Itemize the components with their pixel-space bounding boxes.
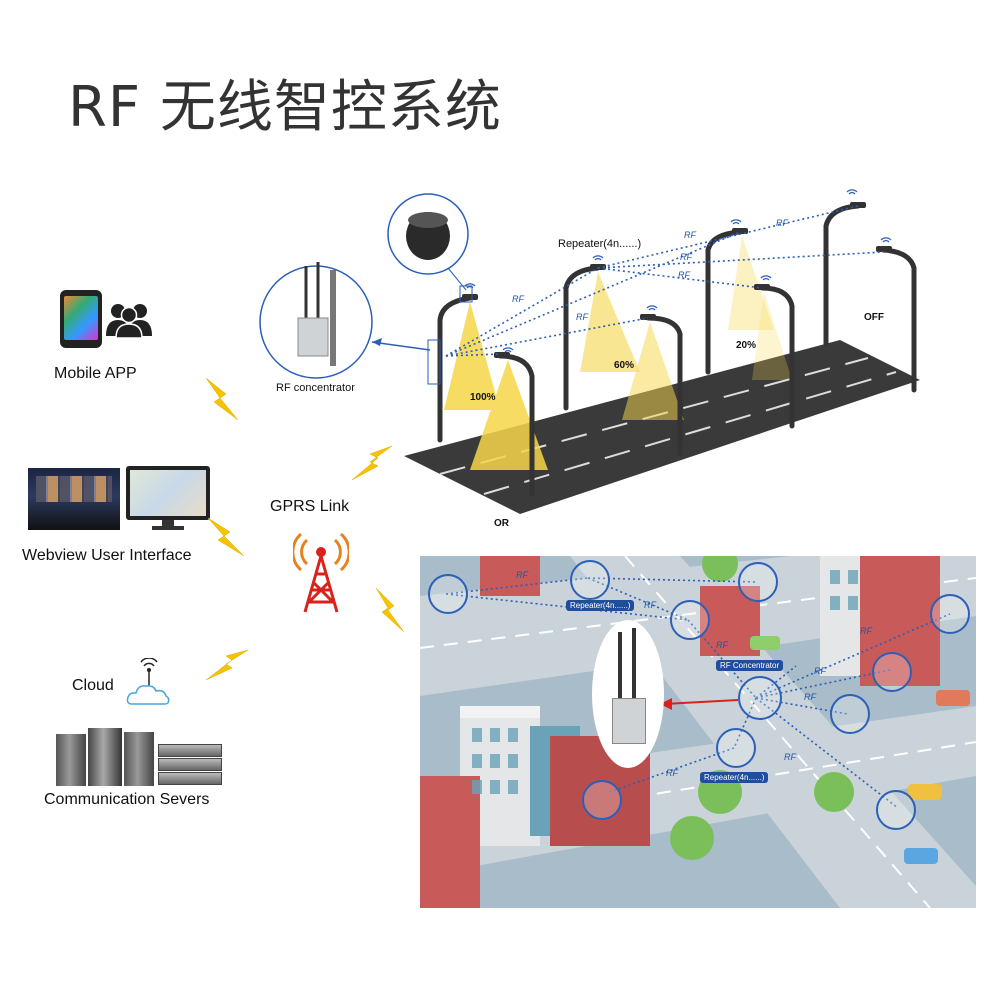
lamp-node	[570, 560, 610, 600]
webview-label: Webview User Interface	[22, 547, 192, 564]
lamp-node	[872, 652, 912, 692]
street-lamp	[823, 203, 861, 347]
page-title: RF 无线智控系统	[68, 75, 502, 140]
rf-label: RF	[576, 312, 588, 322]
rf-label: RF	[804, 692, 816, 702]
rf-label: RF	[776, 218, 788, 228]
level-label-100: 100%	[470, 392, 496, 403]
rf-label: RF	[678, 270, 690, 280]
gprs-link-label: GPRS Link	[270, 498, 350, 515]
lightning-icon	[205, 377, 239, 421]
control-room-image	[28, 468, 120, 530]
repeater-tag: Repeater(4n......)	[700, 772, 769, 783]
light-beam	[580, 272, 640, 372]
servers-label: Communication Severs	[44, 791, 210, 808]
concentrator-oval	[592, 620, 664, 768]
lightning-icon	[207, 517, 245, 557]
repeater-label: Repeater(4n......)	[558, 238, 642, 250]
level-label-60: 60%	[614, 360, 635, 371]
lamp-node	[428, 574, 468, 614]
concentrator-node	[738, 676, 782, 720]
rf-label: RF	[684, 230, 696, 240]
wifi-icon	[502, 347, 514, 353]
level-label-off: OFF	[864, 312, 884, 323]
rf-label: RF	[512, 294, 524, 304]
lamp-node	[876, 790, 916, 830]
rf-label: RF	[716, 640, 728, 650]
mobile-app-label: Mobile APP	[54, 365, 137, 382]
wifi-icon	[846, 189, 858, 195]
light-beam	[622, 322, 684, 420]
rf-label: RF	[516, 570, 528, 580]
light-beam	[752, 292, 792, 380]
wifi-icon	[646, 305, 658, 311]
level-label-20: 20%	[736, 340, 757, 351]
or-label: OR	[494, 518, 509, 529]
lightning-icon	[205, 649, 249, 681]
light-beam	[470, 360, 548, 470]
rack-server-icon	[158, 744, 222, 785]
wifi-icon	[760, 275, 772, 281]
rf-label: RF	[860, 626, 872, 636]
lamp-node	[582, 780, 622, 820]
repeater-tag: Repeater(4n......)	[566, 600, 635, 611]
monitor-map-icon	[126, 466, 210, 530]
users-icon	[104, 302, 154, 339]
lamp-node	[830, 694, 870, 734]
wifi-icon	[730, 219, 742, 225]
lamp-node	[670, 600, 710, 640]
rf-label: RF	[666, 768, 678, 778]
lamp-node	[738, 562, 778, 602]
rf-concentrator-tag: RF Concentrator	[716, 660, 784, 671]
wifi-icon	[880, 237, 892, 243]
lightning-icon	[375, 587, 405, 633]
lamp-node	[716, 728, 756, 768]
light-beam	[444, 302, 500, 410]
wifi-icon	[592, 255, 604, 261]
city-map: Repeater(4n......) RF Concentrator Repea…	[420, 556, 976, 908]
rf-concentrator-label: RF concentrator	[276, 382, 355, 394]
radio-tower-icon	[291, 526, 351, 614]
server-towers-icon	[56, 728, 156, 786]
cloud-icon	[124, 657, 174, 708]
rf-label: RF	[784, 752, 796, 762]
rf-label: RF	[680, 252, 692, 262]
rf-label: RF	[644, 600, 656, 610]
rf-label: RF	[814, 666, 826, 676]
cloud-label: Cloud	[72, 677, 114, 694]
lightning-icon	[351, 445, 393, 481]
mobile-phone-icon	[60, 290, 102, 348]
lamp-node	[930, 594, 970, 634]
